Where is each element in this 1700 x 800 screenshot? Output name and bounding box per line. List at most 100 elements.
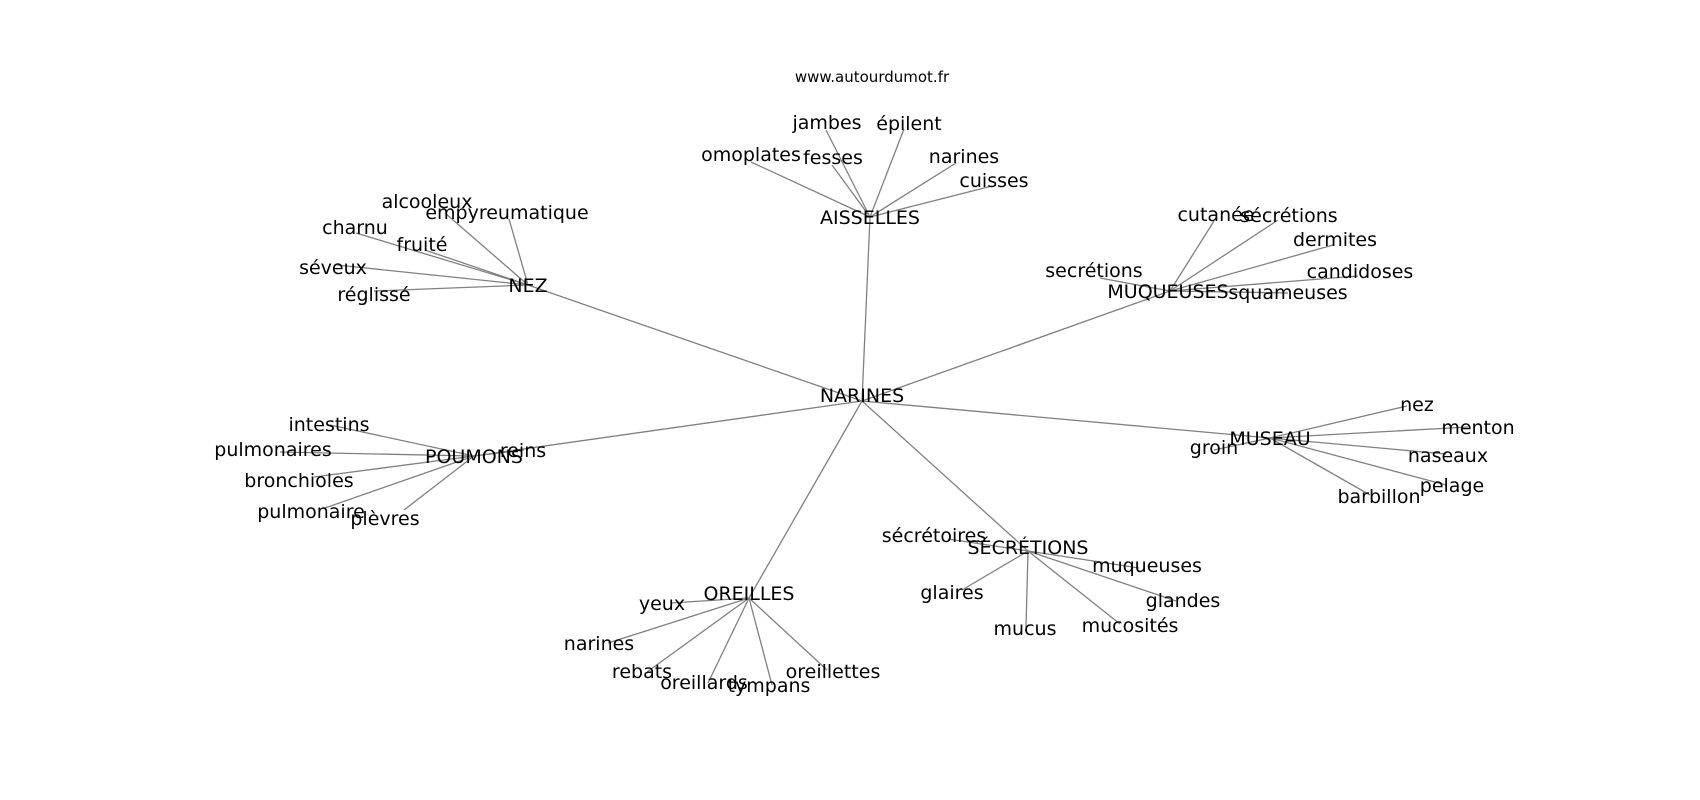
edge-poumons-pulmonaires xyxy=(279,451,475,457)
leaf-oreilles-oreillettes: oreillettes xyxy=(786,661,881,683)
leaf-oreilles-yeux: yeux xyxy=(639,593,685,615)
node-museau: MUSEAU xyxy=(1229,428,1310,450)
edge-nez-reglisse xyxy=(373,284,529,292)
leaf-aisselles-epilent: épilent xyxy=(876,113,942,135)
leaf-muqueuses-secretions: secrétions xyxy=(1045,260,1142,282)
edge-poumons-bronchioles xyxy=(313,455,475,478)
edge-center-museau xyxy=(861,400,1271,439)
edge-center-secretions xyxy=(861,400,1029,552)
edge-secretions-glandes xyxy=(1027,550,1177,602)
leaf-poumons-intestins: intestins xyxy=(288,414,369,436)
leaf-nez-charnu: charnu xyxy=(322,217,388,239)
leaf-oreilles-tympans: tympans xyxy=(728,675,811,697)
leaf-muqueuses-secretions: sécrétions xyxy=(1240,205,1337,227)
edge-aisselles-fesses xyxy=(831,164,871,218)
edge-oreilles-narines xyxy=(607,597,750,644)
node-aisselles: AISSELLES xyxy=(820,207,920,229)
leaf-muqueuses-dermites: dermites xyxy=(1293,229,1377,251)
node-oreilles: OREILLES xyxy=(703,583,794,605)
edge-nez-fruite xyxy=(424,249,529,286)
edge-secretions-mucosites xyxy=(1027,550,1121,625)
edge-aisselles-epilent xyxy=(869,128,905,218)
leaf-poumons-reins: reins xyxy=(500,440,546,462)
leaf-nez-reglisse: réglissé xyxy=(337,284,410,306)
leaf-museau-naseaux: naseaux xyxy=(1408,445,1488,467)
node-secretions: SÉCRÉTIONS xyxy=(968,536,1089,559)
leaf-secretions-glaires: glaires xyxy=(920,582,983,604)
edge-secretions-muqueuses xyxy=(1027,550,1140,569)
edge-aisselles-cuisses xyxy=(869,185,993,218)
edge-poumons-plevres xyxy=(403,455,475,511)
edge-center-muqueuses xyxy=(861,290,1171,402)
leaf-oreilles-rebats: rebats xyxy=(612,661,672,683)
leaf-aisselles-narines: narines xyxy=(929,146,999,168)
node-muqueuses: MUQUEUSES xyxy=(1107,281,1228,303)
edge-muqueuses-squameuses xyxy=(1169,290,1289,294)
edge-oreilles-yeux xyxy=(670,597,750,604)
edge-center-aisselles xyxy=(861,216,871,402)
node-nez: NEZ xyxy=(508,275,547,297)
leaf-poumons-plevres: plèvres xyxy=(350,508,419,530)
leaf-muqueuses-candidoses: candidoses xyxy=(1307,261,1414,283)
leaf-muqueuses-cutanee: cutanée xyxy=(1177,204,1254,226)
leaf-nez-seveux: séveux xyxy=(299,257,367,279)
graph-edges xyxy=(279,128,1469,686)
leaf-museau-menton: menton xyxy=(1441,417,1514,439)
leaf-nez-fruite: fruité xyxy=(397,234,448,256)
edge-museau-nez xyxy=(1269,405,1408,439)
edge-museau-barbillon xyxy=(1269,437,1371,496)
edge-oreilles-tympans xyxy=(748,597,773,686)
edge-nez-charnu xyxy=(355,232,529,286)
edge-museau-groin xyxy=(1213,437,1271,451)
leaf-oreilles-oreillards: oreillards xyxy=(660,672,748,694)
leaf-aisselles-cuisses: cuisses xyxy=(959,170,1028,192)
edge-nez-seveux xyxy=(336,264,529,286)
edge-aisselles-omoplates xyxy=(750,161,871,218)
center-node: NARINES xyxy=(820,385,904,407)
edge-oreilles-oreillettes xyxy=(748,597,828,671)
leaf-nez-alcooleux: alcooleux xyxy=(382,191,473,213)
edge-poumons-intestins xyxy=(329,424,475,457)
edge-aisselles-narines xyxy=(869,162,957,218)
edge-museau-pelage xyxy=(1269,437,1447,486)
leaf-museau-barbillon: barbillon xyxy=(1337,486,1420,508)
leaf-secretions-mucus: mucus xyxy=(994,618,1057,640)
node-poumons: POUMONS xyxy=(425,446,523,468)
edge-muqueuses-secretions xyxy=(1169,219,1279,292)
leaf-secretions-secretoires: sécrétoires xyxy=(882,525,986,547)
edge-oreilles-rebats xyxy=(646,597,750,673)
leaf-aisselles-omoplates: omoplates xyxy=(701,144,801,166)
leaf-secretions-muqueuses: muqueuses xyxy=(1092,555,1202,577)
edge-poumons-reins xyxy=(473,449,525,457)
edge-oreilles-oreillards xyxy=(707,597,750,684)
edge-nez-empyreumatique xyxy=(508,218,529,286)
leaf-museau-nez: nez xyxy=(1400,394,1434,416)
leaf-nez-empyreumatique: empyreumatique xyxy=(425,202,588,224)
edge-aisselles-jambes xyxy=(825,129,871,218)
leaf-oreilles-narines: narines xyxy=(564,633,634,655)
leaf-poumons-pulmonaires: pulmonaires xyxy=(214,439,331,461)
edge-secretions-secretoires xyxy=(947,538,1029,552)
edge-center-oreilles xyxy=(748,400,863,599)
leaf-muqueuses-squameuses: squameuses xyxy=(1228,282,1347,304)
leaf-museau-groin: groin xyxy=(1190,437,1238,459)
leaf-secretions-mucosites: mucosités xyxy=(1082,615,1179,637)
edge-muqueuses-candidoses xyxy=(1169,275,1359,292)
edge-muqueuses-dermites xyxy=(1169,244,1334,292)
leaf-aisselles-fesses: fesses xyxy=(803,147,863,169)
leaf-poumons-pulmonaire: pulmonaire xyxy=(257,501,365,523)
site-label[interactable]: www.autourdumot.fr xyxy=(795,68,950,86)
edge-poumons-pulmonaire xyxy=(324,455,475,509)
leaf-museau-pelage: pelage xyxy=(1420,475,1484,497)
leaf-secretions-glandes: glandes xyxy=(1146,590,1221,612)
edge-center-poumons xyxy=(473,400,863,457)
edge-center-nez xyxy=(527,284,863,402)
edge-muqueuses-cutanee xyxy=(1169,220,1215,292)
edge-nez-alcooleux xyxy=(444,212,529,286)
edge-museau-naseaux xyxy=(1269,437,1447,455)
edge-secretions-glaires xyxy=(961,550,1029,591)
edge-museau-menton xyxy=(1269,426,1469,439)
edge-secretions-mucus xyxy=(1025,550,1029,628)
